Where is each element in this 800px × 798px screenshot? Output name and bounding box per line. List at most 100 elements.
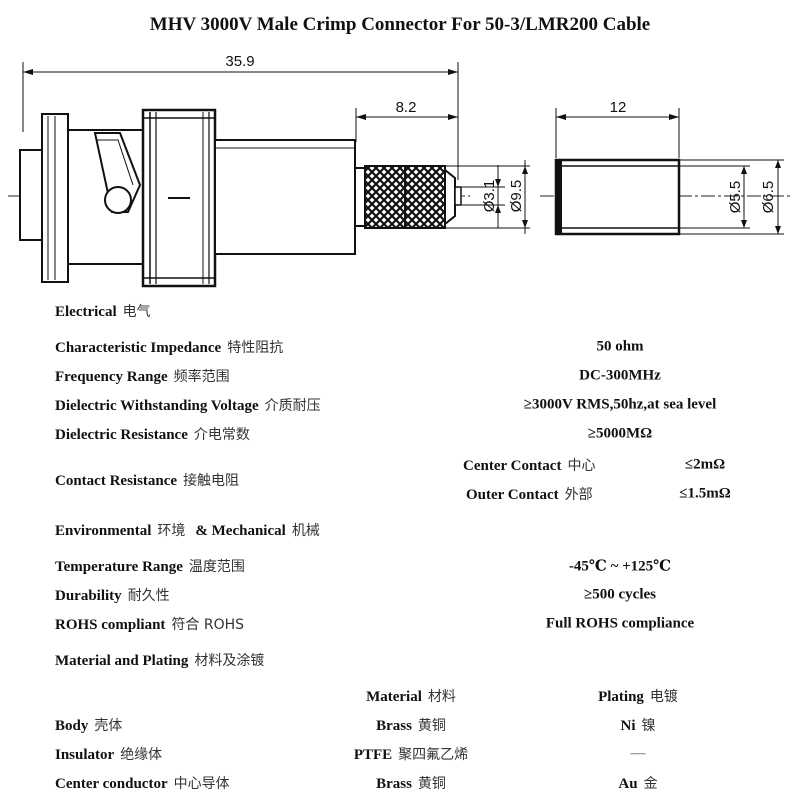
spec-text: Ni 镍 bbox=[621, 715, 656, 735]
spec-value: 50 ohm bbox=[596, 338, 644, 355]
chinese-label: 金 bbox=[643, 776, 658, 792]
chinese-label: 环境 bbox=[157, 523, 186, 539]
dim-pin-diameter: Ø3.1 bbox=[481, 180, 498, 213]
chinese-label: 绝缘体 bbox=[120, 747, 163, 763]
crimp-tube bbox=[354, 165, 462, 229]
spec-text: Environmental bbox=[55, 523, 152, 539]
spec-value: -45℃ ~ +125℃ bbox=[568, 558, 672, 575]
chinese-label: 特性阻抗 bbox=[227, 340, 284, 356]
spec-text: Characteristic Impedance 特性阻抗 bbox=[55, 337, 283, 357]
chinese-label: 中心 bbox=[567, 458, 596, 474]
chinese-label: 黄铜 bbox=[417, 776, 446, 792]
chinese-label: 黄铜 bbox=[417, 718, 446, 734]
spec-text: ROHS compliant bbox=[55, 617, 166, 633]
spec-text: Outer Contact bbox=[466, 487, 559, 503]
chinese-label: 电气 bbox=[122, 304, 151, 320]
spec-text: Au 金 bbox=[618, 773, 657, 793]
chinese-label: 电镀 bbox=[649, 689, 678, 705]
spec-text: Au bbox=[618, 776, 638, 792]
section-heading: Electrical 电气 bbox=[55, 301, 151, 321]
spec-value: Full ROHS compliance bbox=[545, 615, 695, 632]
chinese-label: 材料 bbox=[427, 689, 456, 705]
spec-text: & Mechanical bbox=[195, 523, 286, 539]
spec-text: Ni bbox=[620, 718, 636, 734]
spec-text: Contact Resistance bbox=[55, 473, 178, 489]
dim-crimp-diameter: Ø9.5 bbox=[508, 180, 525, 213]
spec-text: Center conductor 中心导体 bbox=[55, 773, 230, 793]
chinese-label: 外部 bbox=[564, 487, 593, 503]
spec-text: Dielectric Resistance bbox=[55, 427, 188, 443]
dim-crimp-length: 8.2 bbox=[396, 99, 417, 116]
chinese-label: 中心导体 bbox=[173, 776, 230, 792]
spec-value: ≥5000MΩ bbox=[587, 425, 653, 442]
spec-text: Body bbox=[55, 718, 89, 734]
spec-text: Brass bbox=[376, 718, 412, 734]
spec-row-center-contact: Center Contact 中心 ≤2mΩ bbox=[0, 450, 800, 480]
spec-text: ROHS compliant 符合 ROHS bbox=[55, 614, 244, 634]
spec-value: ≤1.5mΩ bbox=[679, 485, 731, 502]
dim-ferrule-outer-diameter: Ø6.5 bbox=[760, 181, 777, 214]
spec-text: — bbox=[631, 746, 646, 763]
spec-value: ≤2mΩ bbox=[684, 456, 726, 473]
spec-row-rohs: ROHS compliant 符合 ROHS Full ROHS complian… bbox=[0, 609, 800, 639]
connector-drawing: 35.9 8.2 12 Ø3.1 Ø9.5 Ø5.5 Ø6.5 bbox=[8, 53, 790, 288]
chinese-label: 符合 ROHS bbox=[171, 617, 245, 633]
chinese-label: 壳体 bbox=[94, 718, 123, 734]
spec-text: Center conductor bbox=[55, 776, 168, 792]
spec-text: Dielectric Withstanding Voltage bbox=[55, 398, 259, 414]
spec-text: PTFE 聚四氟乙烯 bbox=[354, 744, 468, 764]
spec-text: Body 壳体 bbox=[55, 715, 122, 735]
section-electrical: Electrical 电气 bbox=[0, 296, 800, 326]
chinese-label: 镍 bbox=[641, 718, 656, 734]
spec-text: Temperature Range bbox=[55, 559, 183, 575]
chinese-label: 耐久性 bbox=[127, 588, 170, 604]
material-table-header: Material 材料 Plating 电镀 bbox=[0, 681, 800, 711]
column-header-plating: Plating 电镀 bbox=[598, 686, 678, 706]
spec-row-contact-resistance: Contact Resistance 接触电阻 bbox=[0, 465, 800, 495]
spec-text: Center Contact bbox=[463, 458, 562, 474]
connector-body bbox=[214, 139, 356, 255]
spec-text: Electrical bbox=[55, 304, 117, 320]
spec-row-outer-contact: Outer Contact 外部 ≤1.5mΩ bbox=[0, 479, 800, 509]
spec-text: Durability bbox=[55, 588, 122, 604]
spec-text: — bbox=[630, 745, 646, 762]
spec-text: Insulator 绝缘体 bbox=[55, 744, 162, 764]
spec-text: Characteristic Impedance bbox=[55, 340, 222, 356]
spec-value: DC-300MHz bbox=[579, 367, 661, 384]
spec-value: ≥3000V RMS,50hz,at sea level bbox=[523, 396, 717, 413]
spec-text: Contact Resistance 接触电阻 bbox=[55, 470, 239, 490]
spec-text: Brass 黄铜 bbox=[376, 715, 446, 735]
spec-value: ≥500 cycles bbox=[584, 586, 656, 603]
dim-ferrule-inner-diameter: Ø5.5 bbox=[727, 181, 744, 214]
spec-text: Center Contact 中心 bbox=[463, 455, 595, 475]
spec-text: Durability 耐久性 bbox=[55, 585, 170, 605]
spec-text: Frequency Range bbox=[55, 369, 168, 385]
spec-row-dielectric-resistance: Dielectric Resistance 介电常数 ≥5000MΩ bbox=[0, 419, 800, 449]
spec-row-impedance: Characteristic Impedance 特性阻抗 50 ohm bbox=[0, 332, 800, 362]
spec-text: Plating bbox=[598, 689, 644, 705]
spec-text: PTFE bbox=[353, 747, 393, 763]
coupling-nut bbox=[141, 108, 217, 288]
page-title: MHV 3000V Male Crimp Connector For 50-3/… bbox=[149, 14, 651, 35]
spec-text: Insulator bbox=[55, 747, 115, 763]
chinese-label: 材料及涂镀 bbox=[194, 653, 265, 669]
chinese-label: 聚四氟乙烯 bbox=[398, 747, 469, 763]
chinese-label: 接触电阻 bbox=[183, 473, 240, 489]
spec-text: Outer Contact 外部 bbox=[466, 484, 593, 504]
chinese-label: 介电常数 bbox=[193, 427, 250, 443]
spec-text: Material bbox=[366, 689, 422, 705]
table-row: Body 壳体 Brass 黄铜 Ni 镍 bbox=[0, 710, 800, 740]
column-header-material: Material 材料 bbox=[366, 686, 456, 706]
